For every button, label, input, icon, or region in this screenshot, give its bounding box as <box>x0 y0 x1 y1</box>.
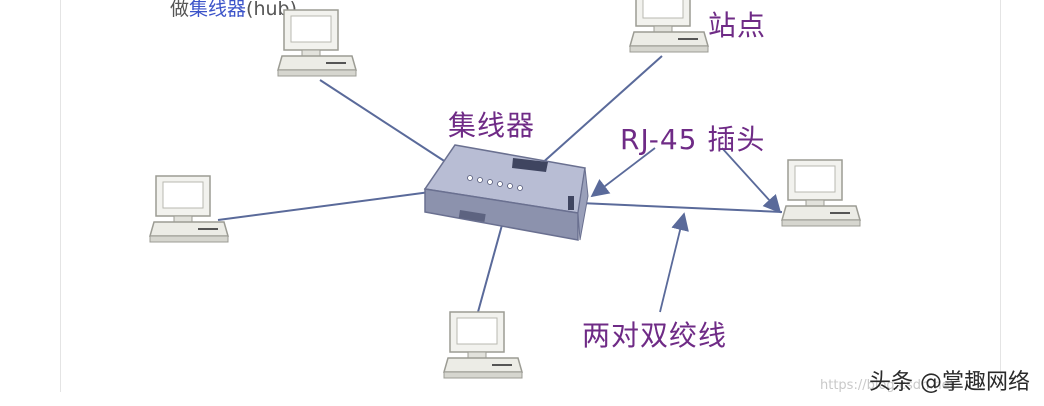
computer-icon <box>629 0 709 53</box>
cables <box>217 55 783 313</box>
hub-icon <box>423 144 589 241</box>
computer-icon <box>149 175 229 243</box>
computer-icon <box>277 9 357 77</box>
heading-hub: 集线器 <box>189 0 247 20</box>
annotation-pointers <box>590 147 782 313</box>
cable-top-right <box>539 55 663 166</box>
watermark-url: https://blog.csdn.net <box>820 378 955 393</box>
label-station: 站点 <box>708 9 767 42</box>
frame-left-line <box>60 0 61 392</box>
rj45-pointer-hub <box>590 147 656 198</box>
watermark-main: 头条 @掌趣网络 <box>869 370 1030 395</box>
heading-prefix: 做 <box>170 0 190 20</box>
label-hub: 集线器 <box>448 109 536 142</box>
computer-icon <box>781 159 861 227</box>
frame-right-line <box>1000 0 1001 392</box>
label-rj45: RJ-45 插头 <box>620 123 766 156</box>
rj45-pointer-station <box>721 147 782 214</box>
computer-icon <box>443 311 523 379</box>
cable-bottom <box>477 224 503 313</box>
cable-top-left <box>319 79 456 169</box>
label-twisted-pair: 两对双绞线 <box>582 319 728 352</box>
cable-left <box>217 191 431 221</box>
cable-right <box>579 202 783 213</box>
twisted-pair-pointer <box>659 212 689 313</box>
